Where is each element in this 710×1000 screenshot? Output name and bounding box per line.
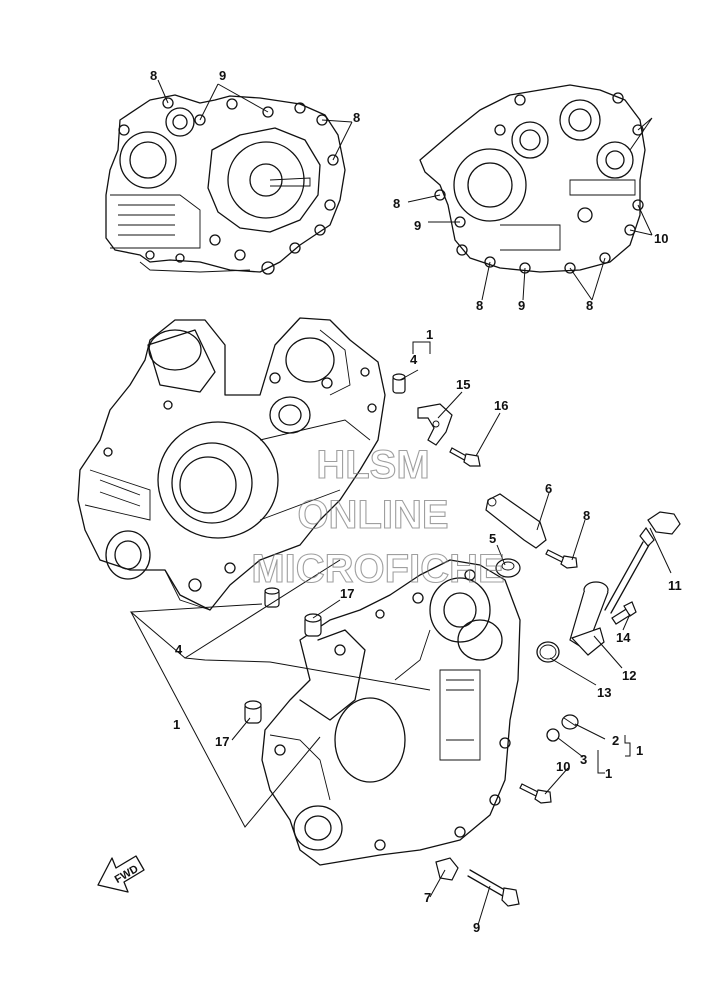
callout-4: 4 (175, 642, 183, 657)
callout-4: 4 (410, 352, 418, 367)
bracket-15 (417, 403, 453, 446)
callout-8: 8 (476, 298, 483, 313)
callout-8: 8 (586, 298, 593, 313)
bolt-16 (449, 447, 481, 467)
bolt-8-right (545, 549, 578, 569)
callout-8: 8 (393, 196, 400, 211)
callout-15: 15 (456, 377, 470, 392)
callout-12: 12 (622, 668, 636, 683)
part-6 (485, 493, 547, 549)
dowel-pin-upper (392, 373, 406, 394)
callout-6: 6 (545, 481, 552, 496)
callout-7: 7 (424, 890, 431, 905)
callout-8: 8 (353, 110, 360, 125)
callout-13: 13 (597, 685, 611, 700)
dowel-17-upper (304, 613, 322, 637)
callout-9: 9 (473, 920, 480, 935)
callout-1: 1 (636, 743, 643, 758)
callout-17: 17 (340, 586, 354, 601)
callout-8: 8 (150, 68, 157, 83)
washer-3 (546, 728, 560, 742)
watermark-line-1: HLSM (316, 443, 429, 487)
callout-1: 1 (605, 766, 612, 781)
part-5 (495, 558, 521, 578)
callout-10: 10 (654, 231, 668, 246)
o-ring-13 (536, 641, 560, 663)
bolt-9-long (467, 869, 520, 907)
watermark-line-2: ONLINE (297, 493, 448, 537)
bolt-10 (519, 783, 552, 804)
callout-9: 9 (518, 298, 525, 313)
fwd-label: FWD (113, 863, 141, 886)
leader-lines (129, 341, 672, 926)
left-case-bolt-view (105, 79, 353, 275)
callout-10: 10 (556, 759, 570, 774)
callout-9: 9 (414, 218, 421, 233)
callout-1: 1 (173, 717, 180, 732)
callout-9: 9 (219, 68, 226, 83)
callout-11: 11 (668, 578, 682, 593)
callouts: 8 9 8 8 9 8 9 8 10 1 4 15 16 6 8 5 11 17… (150, 68, 682, 935)
right-case-bolt-view (407, 84, 653, 301)
pipe-12 (569, 581, 609, 656)
right-crankcase (261, 559, 521, 866)
left-crankcase (77, 317, 386, 611)
callout-5: 5 (489, 531, 496, 546)
callout-14: 14 (616, 630, 631, 645)
callout-1: 1 (426, 327, 433, 342)
callout-2: 2 (612, 733, 619, 748)
callout-3: 3 (580, 752, 587, 767)
callout-17: 17 (215, 734, 229, 749)
plug-2 (561, 714, 579, 730)
clamp-7 (435, 857, 459, 881)
watermark: HLSM ONLINE MICROFICHE (251, 442, 505, 591)
callout-16: 16 (494, 398, 508, 413)
bolt-14 (611, 601, 637, 625)
forward-arrow: FWD (97, 855, 145, 893)
watermark-line-3: MICROFICHE (251, 547, 504, 591)
dowel-17-lower (244, 700, 262, 724)
dipstick-11 (604, 511, 681, 614)
callout-8: 8 (583, 508, 590, 523)
